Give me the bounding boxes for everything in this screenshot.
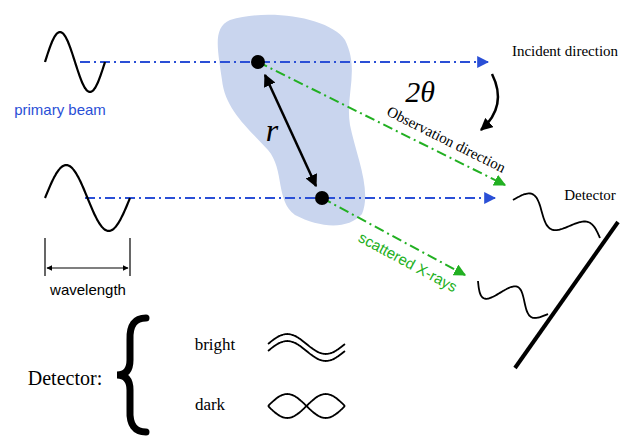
scattered-line xyxy=(258,62,505,185)
incident-wave xyxy=(45,32,105,92)
scattered-wave xyxy=(478,281,548,318)
direction-label: Incident direction xyxy=(512,43,618,60)
wavelength-tick xyxy=(129,238,130,276)
wavelength-label: wavelength xyxy=(50,281,126,298)
wavelength-tick xyxy=(44,238,45,276)
wavelength-arrow xyxy=(47,267,128,268)
incident-line xyxy=(80,61,488,63)
scatterer-dot xyxy=(315,191,329,205)
distance-arrow xyxy=(265,75,316,186)
sample-blob xyxy=(218,15,365,226)
incident-line xyxy=(85,197,495,199)
legend-item: dark xyxy=(195,395,225,415)
direction-label: Observation direction xyxy=(384,103,508,177)
scatterer-dot xyxy=(251,55,265,69)
beam-label: primary beam xyxy=(14,101,106,118)
dark-wave xyxy=(268,394,345,418)
scattered-label: scattered X-rays xyxy=(356,229,460,296)
detector-label: Detector xyxy=(564,187,616,204)
dark-wave xyxy=(268,394,345,418)
distance-label: r xyxy=(266,112,278,149)
angle-arrow xyxy=(481,74,498,130)
legend-brace xyxy=(117,318,146,432)
detector-plate xyxy=(515,222,618,368)
incident-wave xyxy=(45,165,130,231)
bright-wave xyxy=(268,341,345,361)
legend-item: bright xyxy=(195,335,236,355)
legend-heading: Detector: xyxy=(28,367,102,390)
angle-label: 2θ xyxy=(405,75,435,110)
